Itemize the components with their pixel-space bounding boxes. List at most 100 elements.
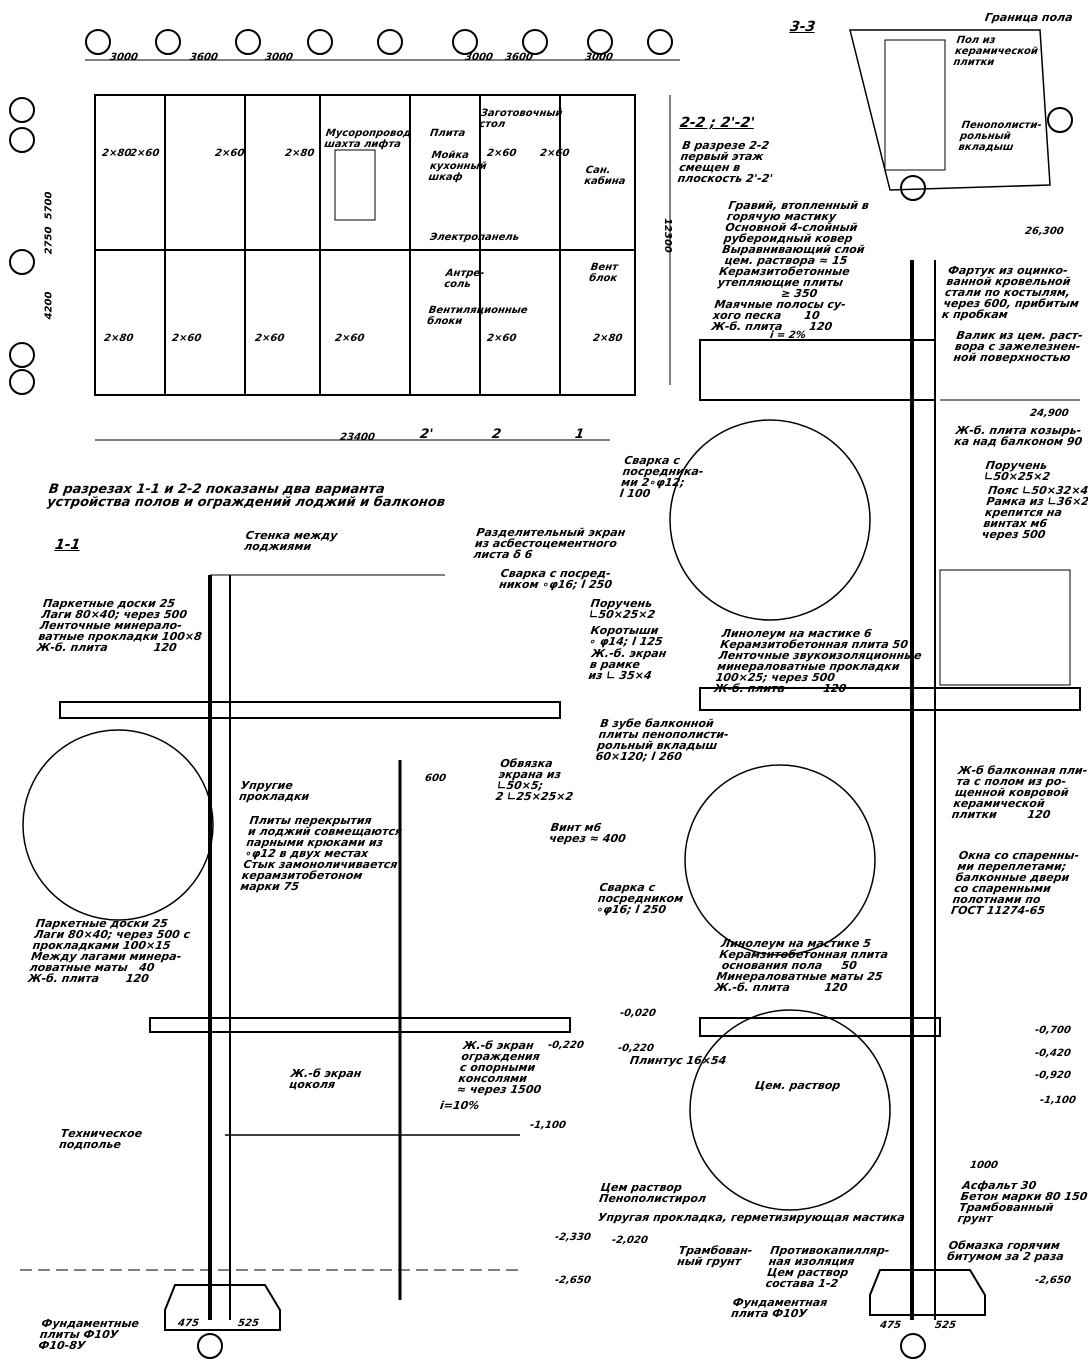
foot-dim: 475 bbox=[879, 1320, 902, 1331]
room-window: 2×80 bbox=[101, 148, 133, 159]
label-screw: Винт м6 через ≈ 400 bbox=[548, 821, 627, 845]
plan-dim: 5700 bbox=[43, 191, 55, 220]
label-waterproof: Противокапилляр- ная изоляция Цем раство… bbox=[764, 1244, 891, 1290]
level-mark: -2,330 bbox=[554, 1232, 592, 1243]
section-mark: 2' bbox=[418, 427, 435, 442]
label-handrail-2: Поручень ∟50×25×2 bbox=[983, 459, 1052, 483]
label-tile: Пол из керамической плитки bbox=[952, 35, 1039, 68]
label-balcony-slab: Ж-б. плита козырь- ка над балконом 90 bbox=[953, 424, 1084, 448]
section-mark: 2 bbox=[490, 427, 503, 442]
section-2-2 bbox=[669, 260, 1081, 1320]
label-tech-basement: Техническое подполье bbox=[58, 1127, 144, 1151]
label-weld-3: Сварка с посредником ∘φ16; l 250 bbox=[595, 881, 685, 916]
room-window: 2×80 bbox=[103, 333, 135, 344]
room-window: 2×60 bbox=[129, 148, 161, 159]
level-mark: -0,920 bbox=[1034, 1070, 1072, 1081]
floor-spec-top: Паркетные доски 25 Лаги 80×40; через 500… bbox=[35, 597, 203, 654]
foot-dim: 525 bbox=[934, 1320, 957, 1331]
section-3-3-title: 3-3 bbox=[788, 19, 817, 35]
section-1-1-title: 1-1 bbox=[53, 537, 82, 553]
label-belt: Пояс ∟50×32×4 Рамка из ∟36×20×4 крепится… bbox=[980, 484, 1088, 541]
label-weld: Сварка с посред- ником ∘φ16; l 250 bbox=[498, 567, 613, 591]
level-mark: -0,420 bbox=[1034, 1048, 1072, 1059]
level-mark: -1,100 bbox=[529, 1120, 567, 1131]
room-window: 2×60 bbox=[171, 333, 203, 344]
label-rc-fence: Ж.-б экран ограждения с опорными консоля… bbox=[455, 1039, 543, 1096]
level-mark: -0,220 bbox=[547, 1040, 585, 1051]
label-wardrobe: Заготовочный стол bbox=[478, 108, 564, 130]
plan-dim: 2750 bbox=[43, 226, 55, 255]
section-2-2-note: В разрезе 2-2 первый этаж смещен в плоск… bbox=[676, 139, 774, 185]
room-window: 2×60 bbox=[334, 333, 366, 344]
room-window: 2×60 bbox=[486, 333, 518, 344]
foot-dim: 525 bbox=[237, 1318, 260, 1329]
label-coat: Обмазка горячим битумом за 2 раза bbox=[946, 1239, 1065, 1263]
label-electric-panel: Электропанель bbox=[429, 232, 520, 243]
plan-dim: 4200 bbox=[43, 291, 55, 320]
level-mark: -1,100 bbox=[1039, 1095, 1077, 1106]
label-sealant: Упругая прокладка, герметизирующая масти… bbox=[597, 1211, 906, 1224]
plan-dim: 3000 bbox=[264, 52, 294, 63]
label-insert: Пенополисти- рольный вкладыш bbox=[957, 120, 1043, 153]
label-foundation-2: Фундаментная плита Ф10У bbox=[730, 1296, 829, 1320]
label-posts: Коротыши ∘ φ14; l 125 bbox=[588, 624, 664, 648]
label-slope: i=10% bbox=[439, 1099, 481, 1112]
label-frame: Обвязка экрана из ∟50×5; 2 ∟25×25×2 bbox=[494, 757, 575, 803]
level-mark: -2,650 bbox=[1034, 1275, 1072, 1286]
plan-depth: 12300 bbox=[661, 218, 673, 253]
floor-spec-3: Линолеум на мастике 5 Керамзитобетонная … bbox=[713, 937, 889, 994]
plan-dim: 3600 bbox=[189, 52, 219, 63]
label-sink: Мойка кухонный шкаф bbox=[427, 150, 488, 183]
label-mortar: Цем. раствор bbox=[754, 1079, 842, 1092]
plan-total-width: 23400 bbox=[339, 432, 376, 443]
section-mark: 1 bbox=[573, 427, 586, 442]
level-mark: -0,700 bbox=[1034, 1025, 1072, 1036]
section-2-2-title: 2-2 ; 2'-2' bbox=[678, 115, 756, 131]
section-3-3 bbox=[849, 29, 1051, 191]
label-tooth: В зубе балконной плиты пенополисти- роль… bbox=[594, 717, 730, 763]
label-mortar-2: Цем раствор Пенополистирол bbox=[598, 1181, 707, 1205]
label-balcony-slab-2: Ж-б балконная пли- та с полом из ро- щен… bbox=[950, 764, 1088, 821]
room-window: 2×80 bbox=[592, 333, 624, 344]
level-balcony: 24,900 bbox=[1029, 408, 1070, 419]
label-vent-blocks: Вентиляционные блоки bbox=[426, 305, 529, 327]
label-garbage-chute: Мусоропровод шахта лифта bbox=[323, 128, 413, 150]
label-apron: Фартук из оцинко- ванной кровельной стал… bbox=[940, 264, 1080, 321]
label-vent-block: Вент блок bbox=[588, 262, 619, 284]
room-window: 2×60 bbox=[254, 333, 286, 344]
label-foundation: Фундаментные плиты Ф10У Ф10-8У bbox=[37, 1317, 140, 1352]
axis-bubbles bbox=[9, 29, 1073, 1359]
label-elastic: Упругие прокладки bbox=[238, 779, 311, 803]
general-note: В разрезах 1-1 и 2-2 показаны два вариан… bbox=[46, 482, 447, 510]
level-mark: -2,020 bbox=[611, 1235, 649, 1246]
label-screen: Разделительный экран из асбестоцементног… bbox=[472, 526, 627, 561]
label-floor-edge: Граница пола bbox=[984, 11, 1074, 24]
room-window: 2×80 bbox=[284, 148, 316, 159]
roof-slope: i = 2% bbox=[769, 330, 807, 341]
plan-dim: 3000 bbox=[464, 52, 494, 63]
level-mark: -2,650 bbox=[554, 1275, 592, 1286]
room-window: 2×60 bbox=[539, 148, 571, 159]
room-window: 2×60 bbox=[214, 148, 246, 159]
label-sanitary: Сан. кабина bbox=[583, 165, 627, 187]
level-mark: -0,220 bbox=[617, 1043, 655, 1054]
label-plinth: Плинтус 16×54 bbox=[629, 1054, 728, 1067]
roof-spec: Гравий, втопленный в горячую мастику Осн… bbox=[710, 199, 870, 333]
section-1-1 bbox=[20, 574, 571, 1331]
label-plinth-screen: Ж.-б экран цоколя bbox=[288, 1067, 363, 1091]
label-entresol: Антре- соль bbox=[443, 268, 486, 290]
level-mark: -0,020 bbox=[619, 1008, 657, 1019]
label-bead: Валик из цем. раст- вора с зажелезнен- н… bbox=[952, 329, 1084, 364]
label-rc-screen: Ж.-б. экран в рамке из ∟ 35×4 bbox=[587, 647, 668, 682]
label-windows: Окна со спаренны- ми переплетами; балкон… bbox=[950, 849, 1080, 917]
floor-spec-2: Линолеум на мастике 6 Керамзитобетонная … bbox=[713, 627, 923, 695]
label-wall: Стенка между лоджиями bbox=[243, 529, 339, 553]
dim-600: 600 bbox=[424, 773, 447, 784]
plan-dim: 3000 bbox=[584, 52, 614, 63]
level-top: 26,300 bbox=[1024, 226, 1065, 237]
label-handrail: Поручень ∟50×25×2 bbox=[588, 597, 657, 621]
floor-plan bbox=[85, 59, 680, 441]
room-window: 2×60 bbox=[486, 148, 518, 159]
